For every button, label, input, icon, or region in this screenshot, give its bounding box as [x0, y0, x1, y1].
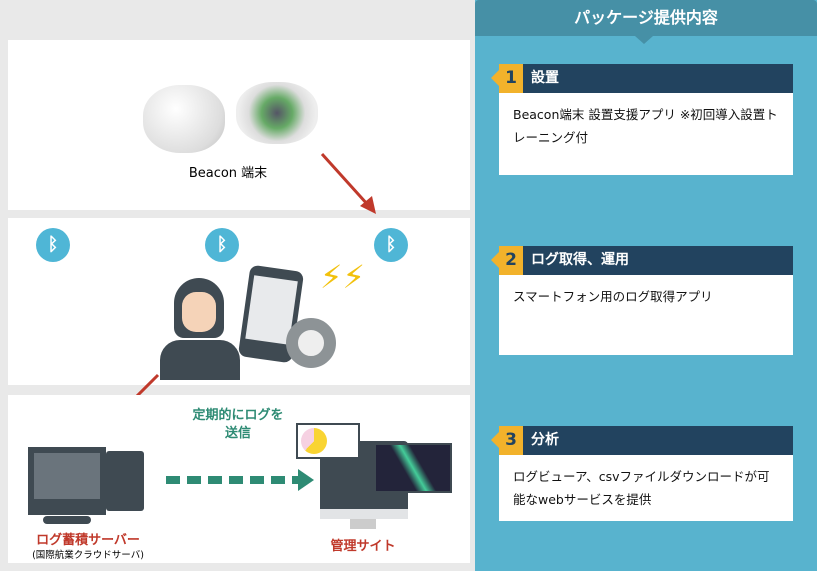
send-label-line1: 定期的にログを — [192, 408, 284, 423]
step-body: Beacon端末 設置支援アプリ ※初回導入設置トレーニング付 — [499, 93, 793, 175]
panel-analysis: 定期的にログを送信 ログ蓄積サーバー (国際航業クラウドサーバ) 管理サイト — [8, 395, 470, 563]
user-avatar-icon — [160, 278, 240, 380]
bluetooth-icon: ᛒ — [205, 228, 239, 262]
arrow-to-phone-icon — [320, 152, 376, 214]
pie-chart-window-icon — [296, 423, 360, 459]
step-number: 2 — [491, 246, 523, 275]
panel-install: Beacon 端末 — [8, 40, 470, 214]
step-number: 1 — [491, 64, 523, 93]
package-title: パッケージ提供内容 — [475, 0, 817, 36]
step-title: 分析 — [531, 432, 559, 448]
signal-bolt-icon: ⚡⚡ — [320, 258, 365, 296]
bluetooth-icon: ᛒ — [374, 228, 408, 262]
step-card-1: 1 設置 Beacon端末 設置支援アプリ ※初回導入設置トレーニング付 — [491, 64, 793, 175]
server-label: ログ蓄積サーバー — [36, 533, 140, 548]
step-body: スマートフォン用のログ取得アプリ — [499, 275, 793, 355]
send-label-line2: 送信 — [224, 426, 251, 441]
beacon-device-icon — [143, 85, 225, 153]
admin-label: 管理サイト — [330, 539, 396, 554]
package-contents-column: パッケージ提供内容 1 設置 Beacon端末 設置支援アプリ ※初回導入設置トレ… — [475, 0, 817, 571]
step-card-2: 2 ログ取得、運用 スマートフォン用のログ取得アプリ — [491, 246, 793, 355]
bluetooth-icon: ᛒ — [36, 228, 70, 262]
step-title: 設置 — [531, 70, 559, 86]
beacon-label: Beacon 端末 — [188, 166, 268, 181]
gear-icon — [286, 318, 336, 368]
dashed-arrow-icon — [166, 469, 314, 491]
monitor-icon — [28, 447, 106, 515]
step-body: ログビューア、csvファイルダウンロードが可能なwebサービスを提供 — [499, 455, 793, 521]
header-notch — [635, 36, 653, 44]
map-window-icon — [374, 443, 452, 493]
beacon-open-icon — [236, 82, 318, 144]
step-card-3: 3 分析 ログビューア、csvファイルダウンロードが可能なwebサービスを提供 — [491, 426, 793, 521]
send-label: 定期的にログを送信 — [168, 407, 308, 443]
step-title: ログ取得、運用 — [531, 252, 629, 268]
server-tower-icon — [106, 451, 144, 511]
step-number: 3 — [491, 426, 523, 455]
server-sublabel: (国際航業クラウドサーバ) — [32, 550, 144, 561]
panel-log: ᛒ ᛒ ᛒ ⚡⚡ — [8, 218, 470, 427]
